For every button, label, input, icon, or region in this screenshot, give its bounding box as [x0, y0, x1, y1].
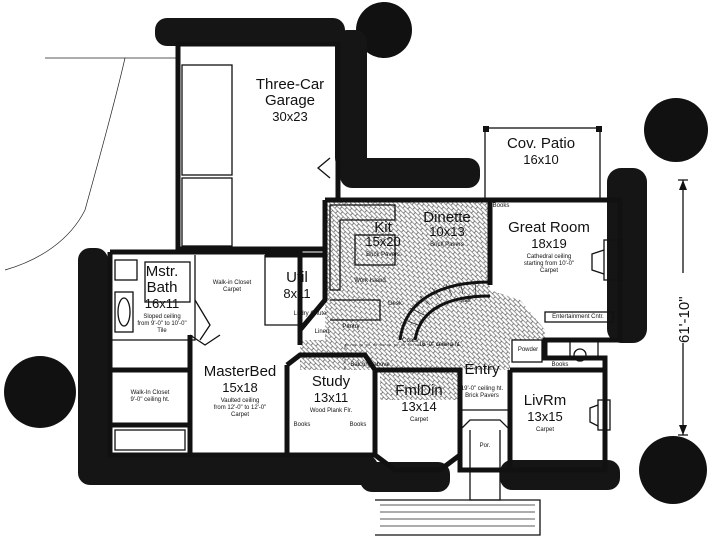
room-size: 13x11 [314, 390, 348, 405]
room-name: MasterBed [204, 363, 277, 380]
room-name: Study [312, 373, 351, 390]
room-size: 18x19 [531, 236, 566, 251]
hedge [78, 248, 108, 478]
room-note: Wood Plank Flr. [310, 408, 353, 414]
label-books-2: Books [294, 422, 311, 428]
label-linen: Linen [315, 329, 330, 335]
room-size: 8x11 [283, 286, 310, 301]
dimension-line: 61'-10" [674, 179, 693, 436]
label-por: Por. [480, 443, 491, 449]
hedge [155, 18, 345, 46]
hedge [360, 462, 450, 492]
label-powder: Powder [518, 347, 538, 353]
room-name: LivRm [524, 392, 567, 409]
label-work-island: Work Island [354, 278, 386, 284]
room-size: 10x13 [429, 224, 464, 239]
room-note: Brick Pavers [366, 252, 400, 258]
hedge [78, 455, 378, 485]
tree-icon [356, 2, 412, 58]
label-ceiling-16: 16'-0" ceiling ht. [419, 342, 462, 348]
room-size: 13x14 [401, 399, 436, 414]
room-name: Great Room [508, 219, 590, 236]
room-size: 15x20 [365, 234, 400, 249]
room-name: Dinette [423, 209, 471, 226]
label-pantry: Pantry [342, 324, 359, 330]
driveway-outline [4, 57, 178, 271]
room-note: Carpet [410, 417, 428, 423]
label-chute: Lndry Chute [294, 311, 327, 317]
label-books-1: Books [493, 203, 510, 209]
tree-icon [4, 356, 76, 428]
label-coats: Coats [402, 338, 418, 344]
room-size: 16x10 [523, 152, 558, 167]
hedge [340, 158, 480, 188]
hedge [335, 30, 367, 170]
label-books-3: Books [350, 422, 367, 428]
room-size: 16x11 [145, 296, 179, 311]
front-walk [375, 455, 541, 536]
tree-icon [644, 98, 708, 162]
room-note: 19'-0" ceiling ht.Brick Pavers [461, 386, 504, 399]
room-size: 30x23 [272, 109, 307, 124]
overall-dimension: 61'-10" [676, 296, 693, 343]
tree-icon [639, 436, 707, 504]
label-desk: Desk [388, 301, 403, 307]
room-size: 15x18 [222, 380, 257, 395]
room-name: Entry [464, 361, 500, 378]
label-entertainment: Entertainment Cntr. [552, 314, 604, 320]
room-name: Mstr.Bath [146, 263, 179, 296]
room-size: 13x15 [527, 409, 562, 424]
label-stair: Stair [459, 298, 471, 304]
room-name: Kit [374, 219, 392, 236]
label-books-4: Books [552, 362, 569, 368]
room-name: Cov. Patio [507, 135, 575, 152]
room-note: Carpet [536, 427, 554, 433]
room-name: FmlDin [395, 382, 443, 399]
house-walls [107, 197, 623, 473]
label-balcony: Balcony above [350, 362, 390, 368]
hedge [607, 168, 647, 343]
garage [175, 41, 341, 252]
hedge [500, 460, 620, 490]
room-note: Brick Pavers [430, 242, 464, 248]
room-name: Util [286, 269, 308, 286]
